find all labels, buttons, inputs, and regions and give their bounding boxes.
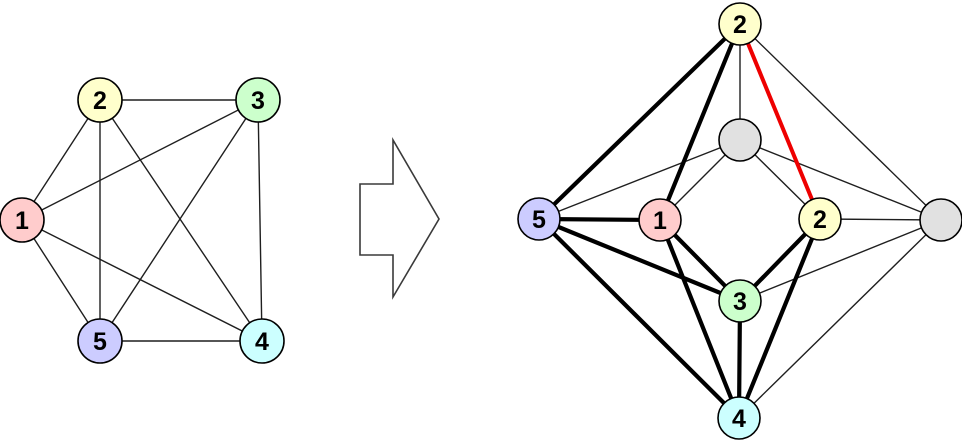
right-edge-5-3 [536,216,743,304]
right-node-gray [718,118,762,162]
left-node-2 [77,77,123,123]
right-node-1 [638,198,682,242]
left-node-4 [239,318,285,364]
right-node-gray [919,198,962,242]
right-block-arrow-icon [359,137,440,300]
right-node-2 [798,197,842,241]
right-edge-gray-3 [739,219,942,302]
right-edge-1-4 [657,217,742,421]
right-edge-2-4 [736,216,823,421]
left-edge-1-4 [21,219,263,342]
left-edge-3-5 [99,99,259,342]
right-edge-2-2-highlighted [738,22,822,221]
left-node-3 [235,77,281,123]
left-edge-1-2 [21,99,101,221]
right-node-2 [718,2,762,46]
right-edge-gray-gray [739,139,942,221]
transformation-arrow [359,137,440,300]
right-edge-5-4 [536,216,742,421]
left-edge-3-4 [257,99,263,342]
right-edge-gray-4 [738,219,942,419]
left-node-5 [77,318,123,364]
right-node-3 [718,279,762,323]
left-edge-1-5 [21,219,101,342]
right-edge-2-5 [536,21,743,222]
right-node-4 [717,396,761,440]
right-edge-2-gray [739,23,942,221]
right-edge-2-1 [657,21,743,223]
right-node-5 [517,197,561,241]
right-edge-gray-5 [538,139,741,220]
left-node-1 [0,197,45,243]
left-edge-2-4 [99,99,263,342]
